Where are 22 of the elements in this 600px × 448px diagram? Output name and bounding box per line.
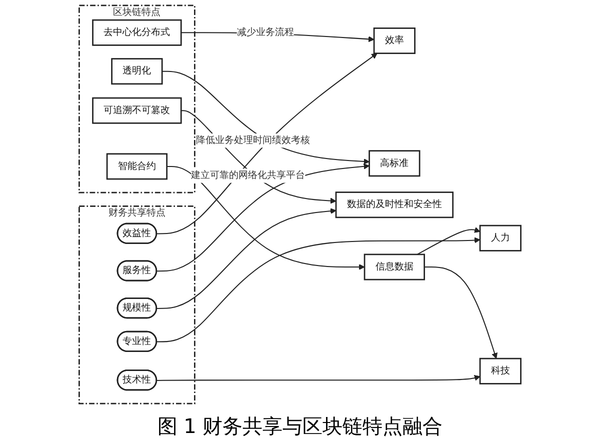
node-box: 透明化: [111, 58, 163, 85]
node-box: 效率: [373, 28, 416, 54]
edge-label: 减少业务流程: [236, 26, 294, 38]
arrow: [416, 227, 480, 255]
node-box: 去中心化分布式: [92, 19, 182, 46]
node-box: 人力: [479, 224, 522, 252]
node-box: 数据的及时性和安全性: [335, 192, 454, 218]
node-box: 信息数据: [364, 254, 425, 280]
arrow: [156, 208, 336, 309]
node-box: 智能合约: [106, 153, 168, 180]
arrow: [181, 110, 336, 204]
edge-label: 建立可靠的网络化共享平台: [191, 170, 306, 181]
arrow: [156, 237, 480, 342]
node-box: 可追溯不可篡改: [92, 97, 182, 124]
arrow: [156, 375, 480, 381]
edge-label: 降低业务处理时间绩效考核: [196, 134, 310, 146]
node-box: 高标准: [368, 150, 420, 177]
node-box: 科技: [479, 358, 522, 384]
figure-caption: 图 1 财务共享与区块链特点融合: [157, 413, 443, 440]
arrow: [156, 53, 378, 234]
arrow: [162, 70, 370, 164]
arrow: [424, 266, 498, 359]
